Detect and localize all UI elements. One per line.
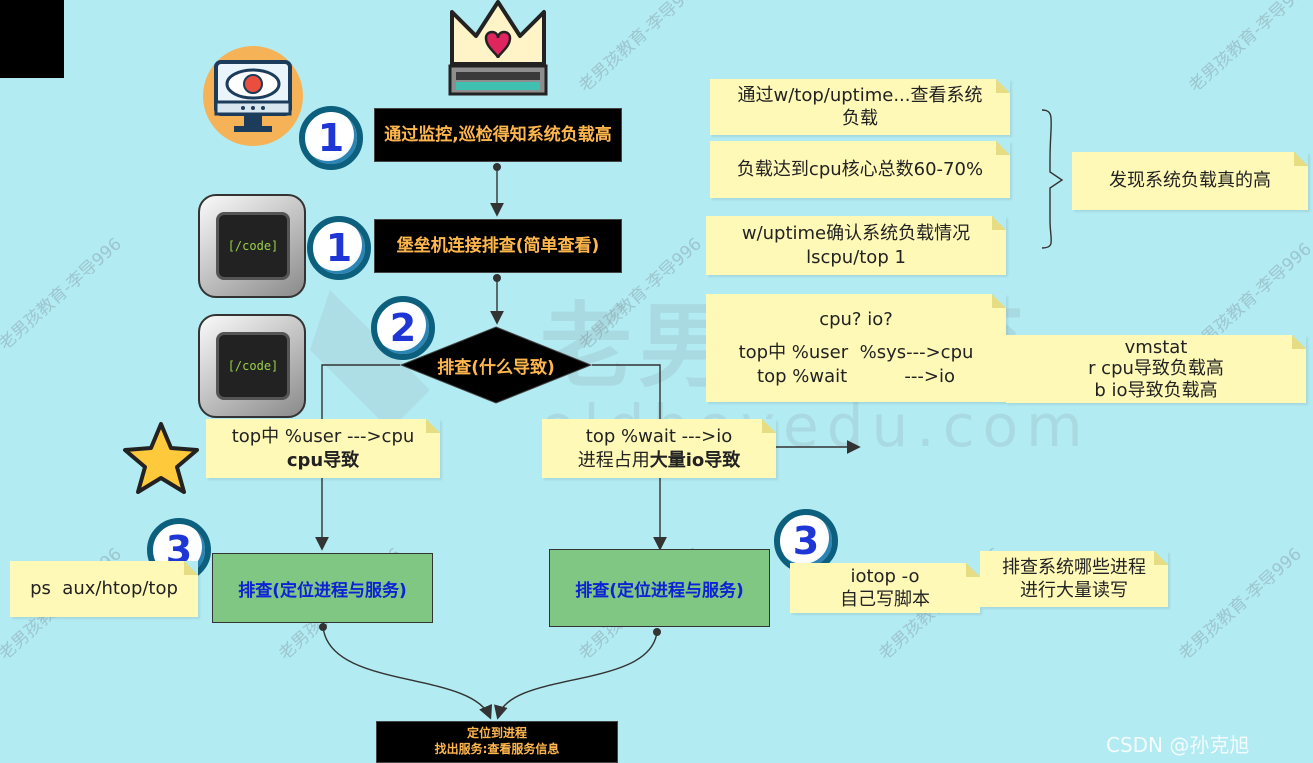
note-text: 通过w/top/uptime...查看系统负载 [737, 84, 983, 129]
note-io-processes: 排查系统哪些进程 进行大量读写 [980, 551, 1168, 607]
locate-process-right-box[interactable]: 排查(定位进程与服务) [549, 549, 770, 627]
note-text: 排查系统哪些进程 [1002, 556, 1146, 578]
note-text: 发现系统负载真的高 [1109, 170, 1271, 192]
note-text: top %wait --->io [585, 426, 733, 448]
code-label: [/code] [227, 359, 279, 373]
note-text: cpu导致 [286, 449, 360, 471]
step-monitor-box[interactable]: 通过监控,巡检得知系统负载高 [374, 108, 622, 162]
note-text: 大量io导致 [649, 449, 741, 471]
code-monitor-icon: [/code] [198, 194, 306, 298]
decision-diamond[interactable]: 排查(什么导致) [400, 326, 592, 404]
note-ps-tools: ps aux/htop/top [10, 561, 198, 617]
step-badge-1: 1 [307, 216, 371, 280]
note-text: ps aux/htop/top [30, 578, 178, 600]
note-text: iotop -o [850, 565, 920, 587]
note-iotop: iotop -o 自己写脚本 [790, 563, 980, 613]
note-text-row: 进程占用大量io导致 [578, 449, 741, 472]
code-label: [/code] [227, 239, 279, 253]
note-text: vmstat [1124, 336, 1188, 358]
note-cpu-or-io: cpu? io? top中 %user %sys--->cpu top %wai… [706, 294, 1006, 402]
note-text: 自己写脚本 [840, 589, 930, 610]
note-text: b io导致负载高 [1094, 379, 1218, 401]
locate-process-right-label: 排查(定位进程与服务) [575, 580, 744, 601]
step-badge-2: 2 [371, 296, 435, 360]
final-step-line1: 定位到进程 [466, 726, 527, 741]
final-step-line2: 找出服务:查看服务信息 [434, 742, 560, 756]
code-monitor-icon: [/code] [198, 314, 306, 418]
eye-monitor-icon [200, 44, 306, 154]
note-text: 负载达到cpu核心总数60-70% [736, 158, 984, 180]
watermark-logo [290, 270, 450, 444]
logo-mark-icon [310, 290, 430, 430]
note-text: lscpu/top 1 [806, 246, 906, 268]
note-text: top %wait --->io [757, 365, 955, 387]
note-confirm-load: w/uptime确认系统负载情况 lscpu/top 1 [706, 216, 1006, 275]
note-load-threshold: 负载达到cpu核心总数60-70% [710, 141, 1010, 198]
note-io-cause: top %wait --->io 进程占用大量io导致 [542, 419, 776, 478]
step-monitor-label: 通过监控,巡检得知系统负载高 [384, 124, 612, 145]
final-step-box[interactable]: 定位到进程 找出服务:查看服务信息 [376, 721, 618, 763]
note-text: r cpu导致负载高 [1088, 358, 1224, 380]
note-text: 进程占用 [577, 449, 650, 471]
note-text: top中 %user %sys--->cpu [738, 342, 974, 364]
step-bastion-label: 堡垒机连接排查(简单查看) [396, 235, 600, 256]
note-text: 进行大量读写 [1020, 580, 1128, 601]
corner-block [0, 0, 64, 78]
note-cpu-cause: top中 %user --->cpu cpu导致 [206, 419, 440, 478]
decision-label: 排查(什么导致) [437, 357, 555, 378]
note-vmstat: vmstat r cpu导致负载高 b io导致负载高 [1006, 335, 1306, 403]
locate-process-left-box[interactable]: 排查(定位进程与服务) [212, 553, 433, 623]
note-text: top中 %user --->cpu [231, 426, 415, 448]
note-check-load: 通过w/top/uptime...查看系统负载 [710, 79, 1010, 135]
note-text: w/uptime确认系统负载情况 [741, 223, 971, 245]
note-text: cpu? io? [819, 308, 893, 330]
crown-icon [446, 0, 550, 102]
step-badge-1: 1 [299, 106, 363, 170]
note-load-high: 发现系统负载真的高 [1072, 152, 1308, 210]
csdn-watermark: CSDN @孙克旭 [1106, 733, 1250, 757]
step-bastion-box[interactable]: 堡垒机连接排查(简单查看) [374, 219, 622, 273]
star-icon [122, 420, 200, 498]
locate-process-left-label: 排查(定位进程与服务) [238, 580, 407, 601]
